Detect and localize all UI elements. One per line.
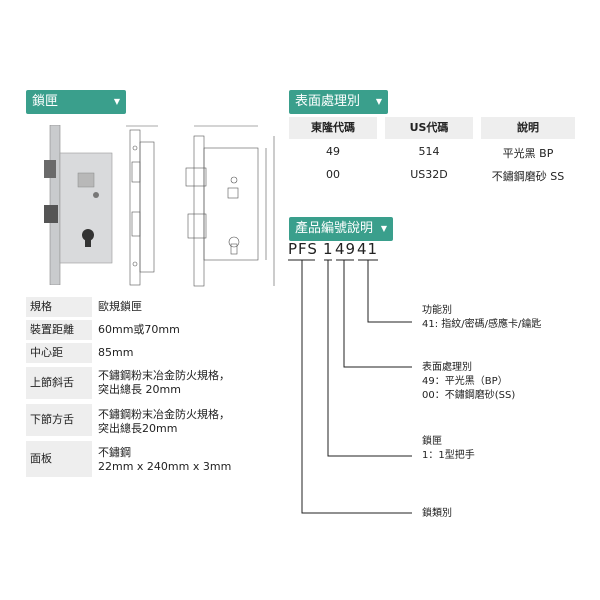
spec-value: 85mm [98, 346, 268, 360]
spec-value: 歐規鎖匣 [98, 300, 268, 314]
legend-function: 功能別 41: 指紋/密碼/感應卡/鑰匙 [422, 304, 541, 332]
spec-key: 上節斜舌 [26, 367, 92, 399]
surface-header-description: 說明 [481, 117, 575, 139]
spec-key: 面板 [26, 441, 92, 477]
legend-line: 1：1型把手 [422, 450, 475, 461]
spec-value-line: 85mm [98, 346, 134, 359]
code-part-function: 41 [357, 240, 379, 258]
legend-line: 49：平光黑（BP） [422, 376, 508, 387]
spec-row: 上節斜舌 不鏽鋼粉末冶金防火規格， 突出總長 20mm [26, 367, 268, 399]
legend-title: 鎖類別 [422, 508, 452, 519]
spec-value-line: 突出總長 20mm [98, 383, 181, 396]
code-section-header[interactable]: 產品編號說明 ▼ [289, 217, 393, 241]
legend-line: 41: 指紋/密碼/感應卡/鑰匙 [422, 319, 542, 330]
surface-cell: 不鏽鋼磨砂 SS [491, 170, 565, 183]
spec-row: 下節方舌 不鏽鋼粉末冶金防火規格， 突出總長20mm [26, 404, 268, 436]
legend-surface: 表面處理別 49：平光黑（BP） 00：不鏽鋼磨砂(SS) [422, 361, 515, 403]
lock-section-title: 鎖匣 [32, 94, 59, 109]
lock-section-header[interactable]: 鎖匣 ▼ [26, 90, 126, 114]
spec-key: 下節方舌 [26, 404, 92, 436]
code-section-title: 產品編號說明 [295, 221, 374, 236]
legend-title: 鎖匣 [422, 436, 442, 447]
surface-section-header[interactable]: 表面處理別 ▼ [289, 90, 388, 114]
legend-line: 00：不鏽鋼磨砂(SS) [422, 390, 516, 401]
spec-value: 60mm或70mm [98, 323, 268, 337]
spec-value-line: 不鏽鋼 [98, 446, 131, 459]
dropdown-arrow-icon: ▼ [113, 97, 120, 106]
surface-cell: 514 [418, 145, 440, 158]
dropdown-arrow-icon: ▼ [375, 97, 382, 106]
code-part-surface: 49 [335, 240, 357, 258]
spec-value: 不鏽鋼 22mm x 240mm x 3mm [98, 446, 268, 474]
spec-value: 不鏽鋼粉末冶金防火規格， 突出總長20mm [98, 408, 268, 436]
surface-cell: 平光黑 BP [502, 147, 554, 160]
spec-row: 面板 不鏽鋼 22mm x 240mm x 3mm [26, 441, 268, 477]
spec-row: 中心距 85mm [26, 343, 268, 363]
spec-value-line: 不鏽鋼粉末冶金防火規格， [98, 408, 230, 421]
spec-value-line: 22mm x 240mm x 3mm [98, 460, 232, 473]
spec-row: 規格 歐規鎖匣 [26, 297, 268, 317]
surface-header-us-code: US代碼 [385, 117, 473, 139]
code-part-lock: 1 [323, 240, 334, 258]
legend-type: 鎖類別 [422, 507, 452, 521]
surface-cell: 49 [326, 145, 340, 158]
code-part-type: PFS [288, 240, 318, 258]
surface-header-code: 東隆代碼 [289, 117, 377, 139]
code-connector-lines [288, 259, 412, 514]
legend-title: 功能別 [422, 305, 452, 316]
spec-key: 裝置距離 [26, 320, 92, 340]
surface-section-title: 表面處理別 [295, 94, 361, 109]
spec-value-line: 60mm或70mm [98, 323, 180, 336]
spec-value-line: 歐規鎖匣 [98, 300, 142, 313]
spec-key: 規格 [26, 297, 92, 317]
surface-cell: US32D [410, 168, 448, 181]
spec-value: 不鏽鋼粉末冶金防火規格， 突出總長 20mm [98, 369, 268, 397]
spec-value-line: 不鏽鋼粉末冶金防火規格， [98, 369, 230, 382]
spec-value-line: 突出總長20mm [98, 422, 178, 435]
spec-key: 中心距 [26, 343, 92, 363]
spec-row: 裝置距離 60mm或70mm [26, 320, 268, 340]
dropdown-arrow-icon: ▼ [380, 224, 387, 233]
legend-title: 表面處理別 [422, 362, 472, 373]
lock-front-view-drawing [185, 125, 275, 287]
surface-cell: 00 [326, 168, 340, 181]
lock-side-view-drawing [126, 125, 158, 286]
lock-photo [44, 125, 113, 285]
legend-lock: 鎖匣 1：1型把手 [422, 435, 475, 463]
